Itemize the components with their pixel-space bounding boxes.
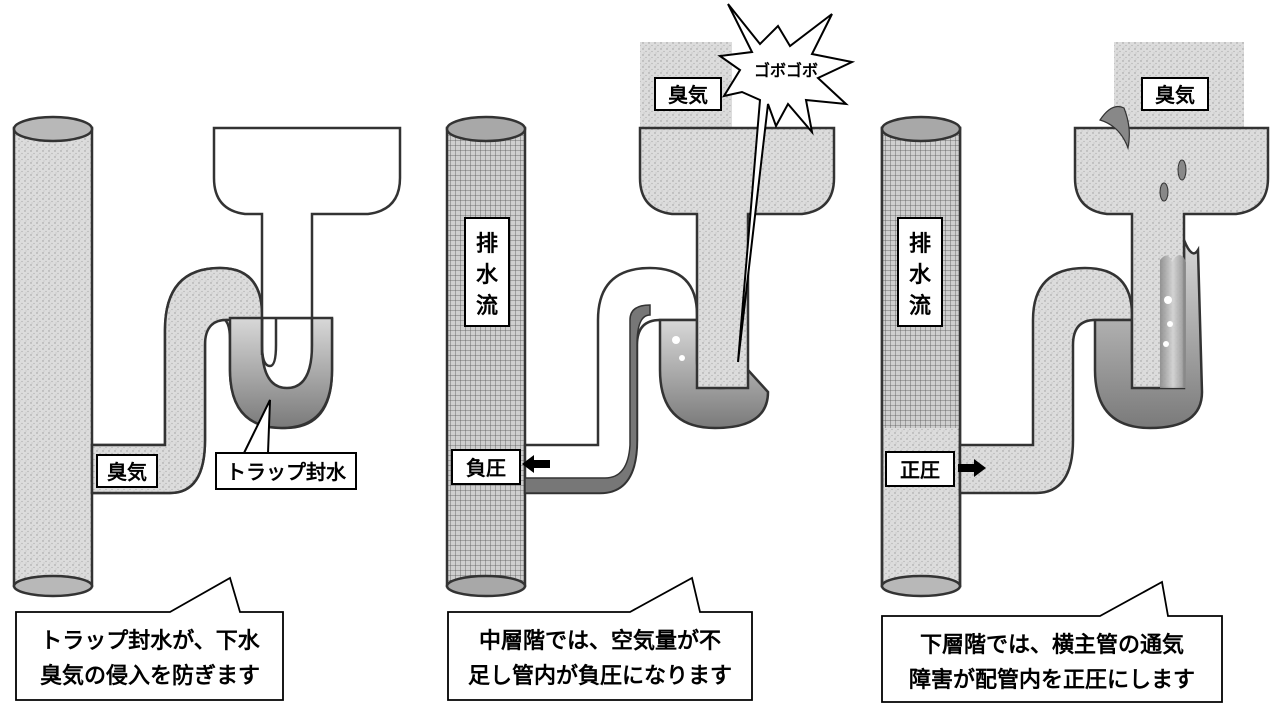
caption-box-left bbox=[15, 576, 284, 701]
stack-pipe-top-cap bbox=[880, 115, 962, 143]
gurgle-label: ゴボゴボ bbox=[754, 61, 818, 80]
gurgle-burst bbox=[717, 3, 856, 363]
trap-seal-label: トラップ封水 bbox=[226, 460, 347, 484]
caption-middle-line1: 中層階では、空気量が不 bbox=[479, 628, 721, 654]
caption-middle-line2: 足し管内が負圧になります bbox=[468, 663, 732, 689]
water-drop-icon bbox=[1177, 159, 1187, 181]
stack-pipe-top-cap bbox=[12, 115, 94, 143]
drain-flow-char-1: 排 bbox=[476, 232, 498, 257]
right-arrow-icon bbox=[958, 459, 986, 477]
caption-right-line1: 下層階では、横主管の通気 bbox=[920, 632, 1184, 658]
stack-pipe-bottom-cap bbox=[12, 574, 94, 598]
panel-left: 臭気 トラップ封水 トラップ封水が、下水 臭気の侵入を防ぎます bbox=[12, 115, 402, 701]
water-drop-icon bbox=[1159, 182, 1169, 202]
caption-left-line2: 臭気の侵入を防ぎます bbox=[40, 663, 260, 689]
negative-pressure-label: 負圧 bbox=[466, 456, 506, 480]
left-arrow-icon bbox=[522, 455, 550, 473]
caption-box-right bbox=[881, 580, 1223, 703]
stack-pipe-bottom-cap bbox=[880, 574, 962, 598]
panel-right: 臭気 排 水 流 正圧 下層階では、横主管の通気 障害が配管内を正圧にします bbox=[880, 42, 1270, 703]
caption-box-middle bbox=[447, 576, 753, 701]
drain-flow-char-3: 流 bbox=[476, 293, 498, 319]
drain-flow-char-3: 流 bbox=[909, 293, 931, 319]
odor-label: 臭気 bbox=[668, 83, 708, 107]
drain-flow-char-2: 水 bbox=[476, 263, 499, 288]
trap-water bbox=[228, 316, 334, 430]
panel-middle: 臭気 ゴボゴボ 排 水 流 負圧 中層階では、空気量が不 足し管内が負圧になりま… bbox=[445, 3, 856, 701]
caption-right-line2: 障害が配管内を正圧にします bbox=[909, 667, 1195, 693]
odor-label: 臭気 bbox=[107, 460, 147, 484]
sink-bowl bbox=[638, 126, 836, 390]
caption-left-line1: トラップ封水が、下水 bbox=[40, 628, 261, 654]
stack-pipe bbox=[445, 126, 527, 588]
stack-pipe-top-cap bbox=[445, 115, 527, 143]
drain-flow-char-1: 排 bbox=[909, 232, 931, 257]
odor-label: 臭気 bbox=[1155, 83, 1195, 107]
sink-bowl bbox=[212, 126, 402, 320]
water-splash-icon bbox=[1099, 105, 1130, 151]
drain-flow-char-2: 水 bbox=[909, 263, 932, 288]
positive-pressure-label: 正圧 bbox=[900, 458, 940, 482]
branch-water-film bbox=[524, 304, 651, 494]
water-rising-column bbox=[1160, 255, 1186, 388]
stack-pipe bbox=[12, 126, 94, 588]
stack-pipe-bottom-cap bbox=[445, 574, 527, 598]
